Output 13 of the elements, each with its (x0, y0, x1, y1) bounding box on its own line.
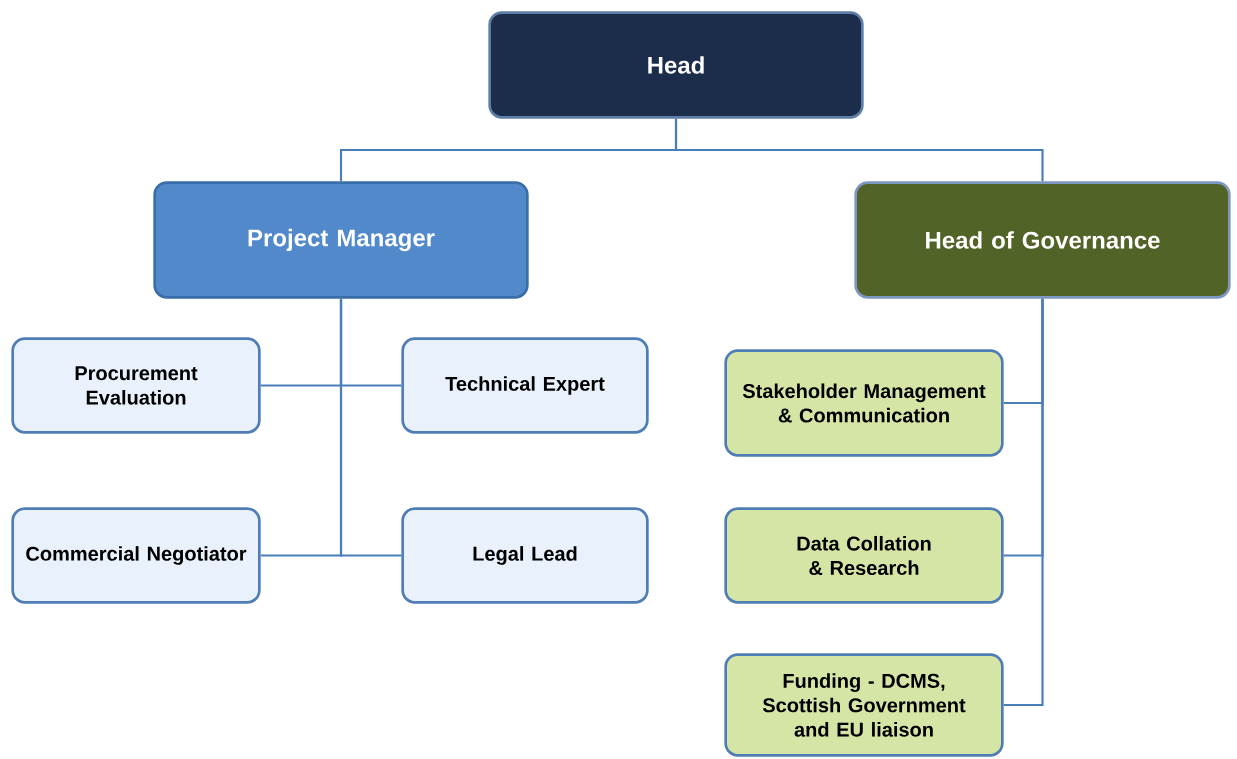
connector-line (1003, 298, 1044, 707)
role-box: Technical Expert (401, 337, 649, 434)
manager-box: Head of Governance (854, 181, 1231, 299)
role-box: Funding - DCMS, Scottish Government and EU liaison (724, 653, 1004, 757)
role-box: Procurement Evaluation (11, 337, 261, 434)
head-box: Head (488, 11, 864, 119)
connector-line (674, 118, 1044, 182)
role-box: Legal Lead (401, 507, 649, 604)
role-box: Commercial Negotiator (11, 507, 261, 604)
role-box: Data Collation & Research (724, 507, 1004, 604)
role-box: Stakeholder Management & Communication (724, 349, 1004, 457)
manager-box: Project Manager (153, 181, 529, 299)
connector-line (339, 298, 402, 557)
